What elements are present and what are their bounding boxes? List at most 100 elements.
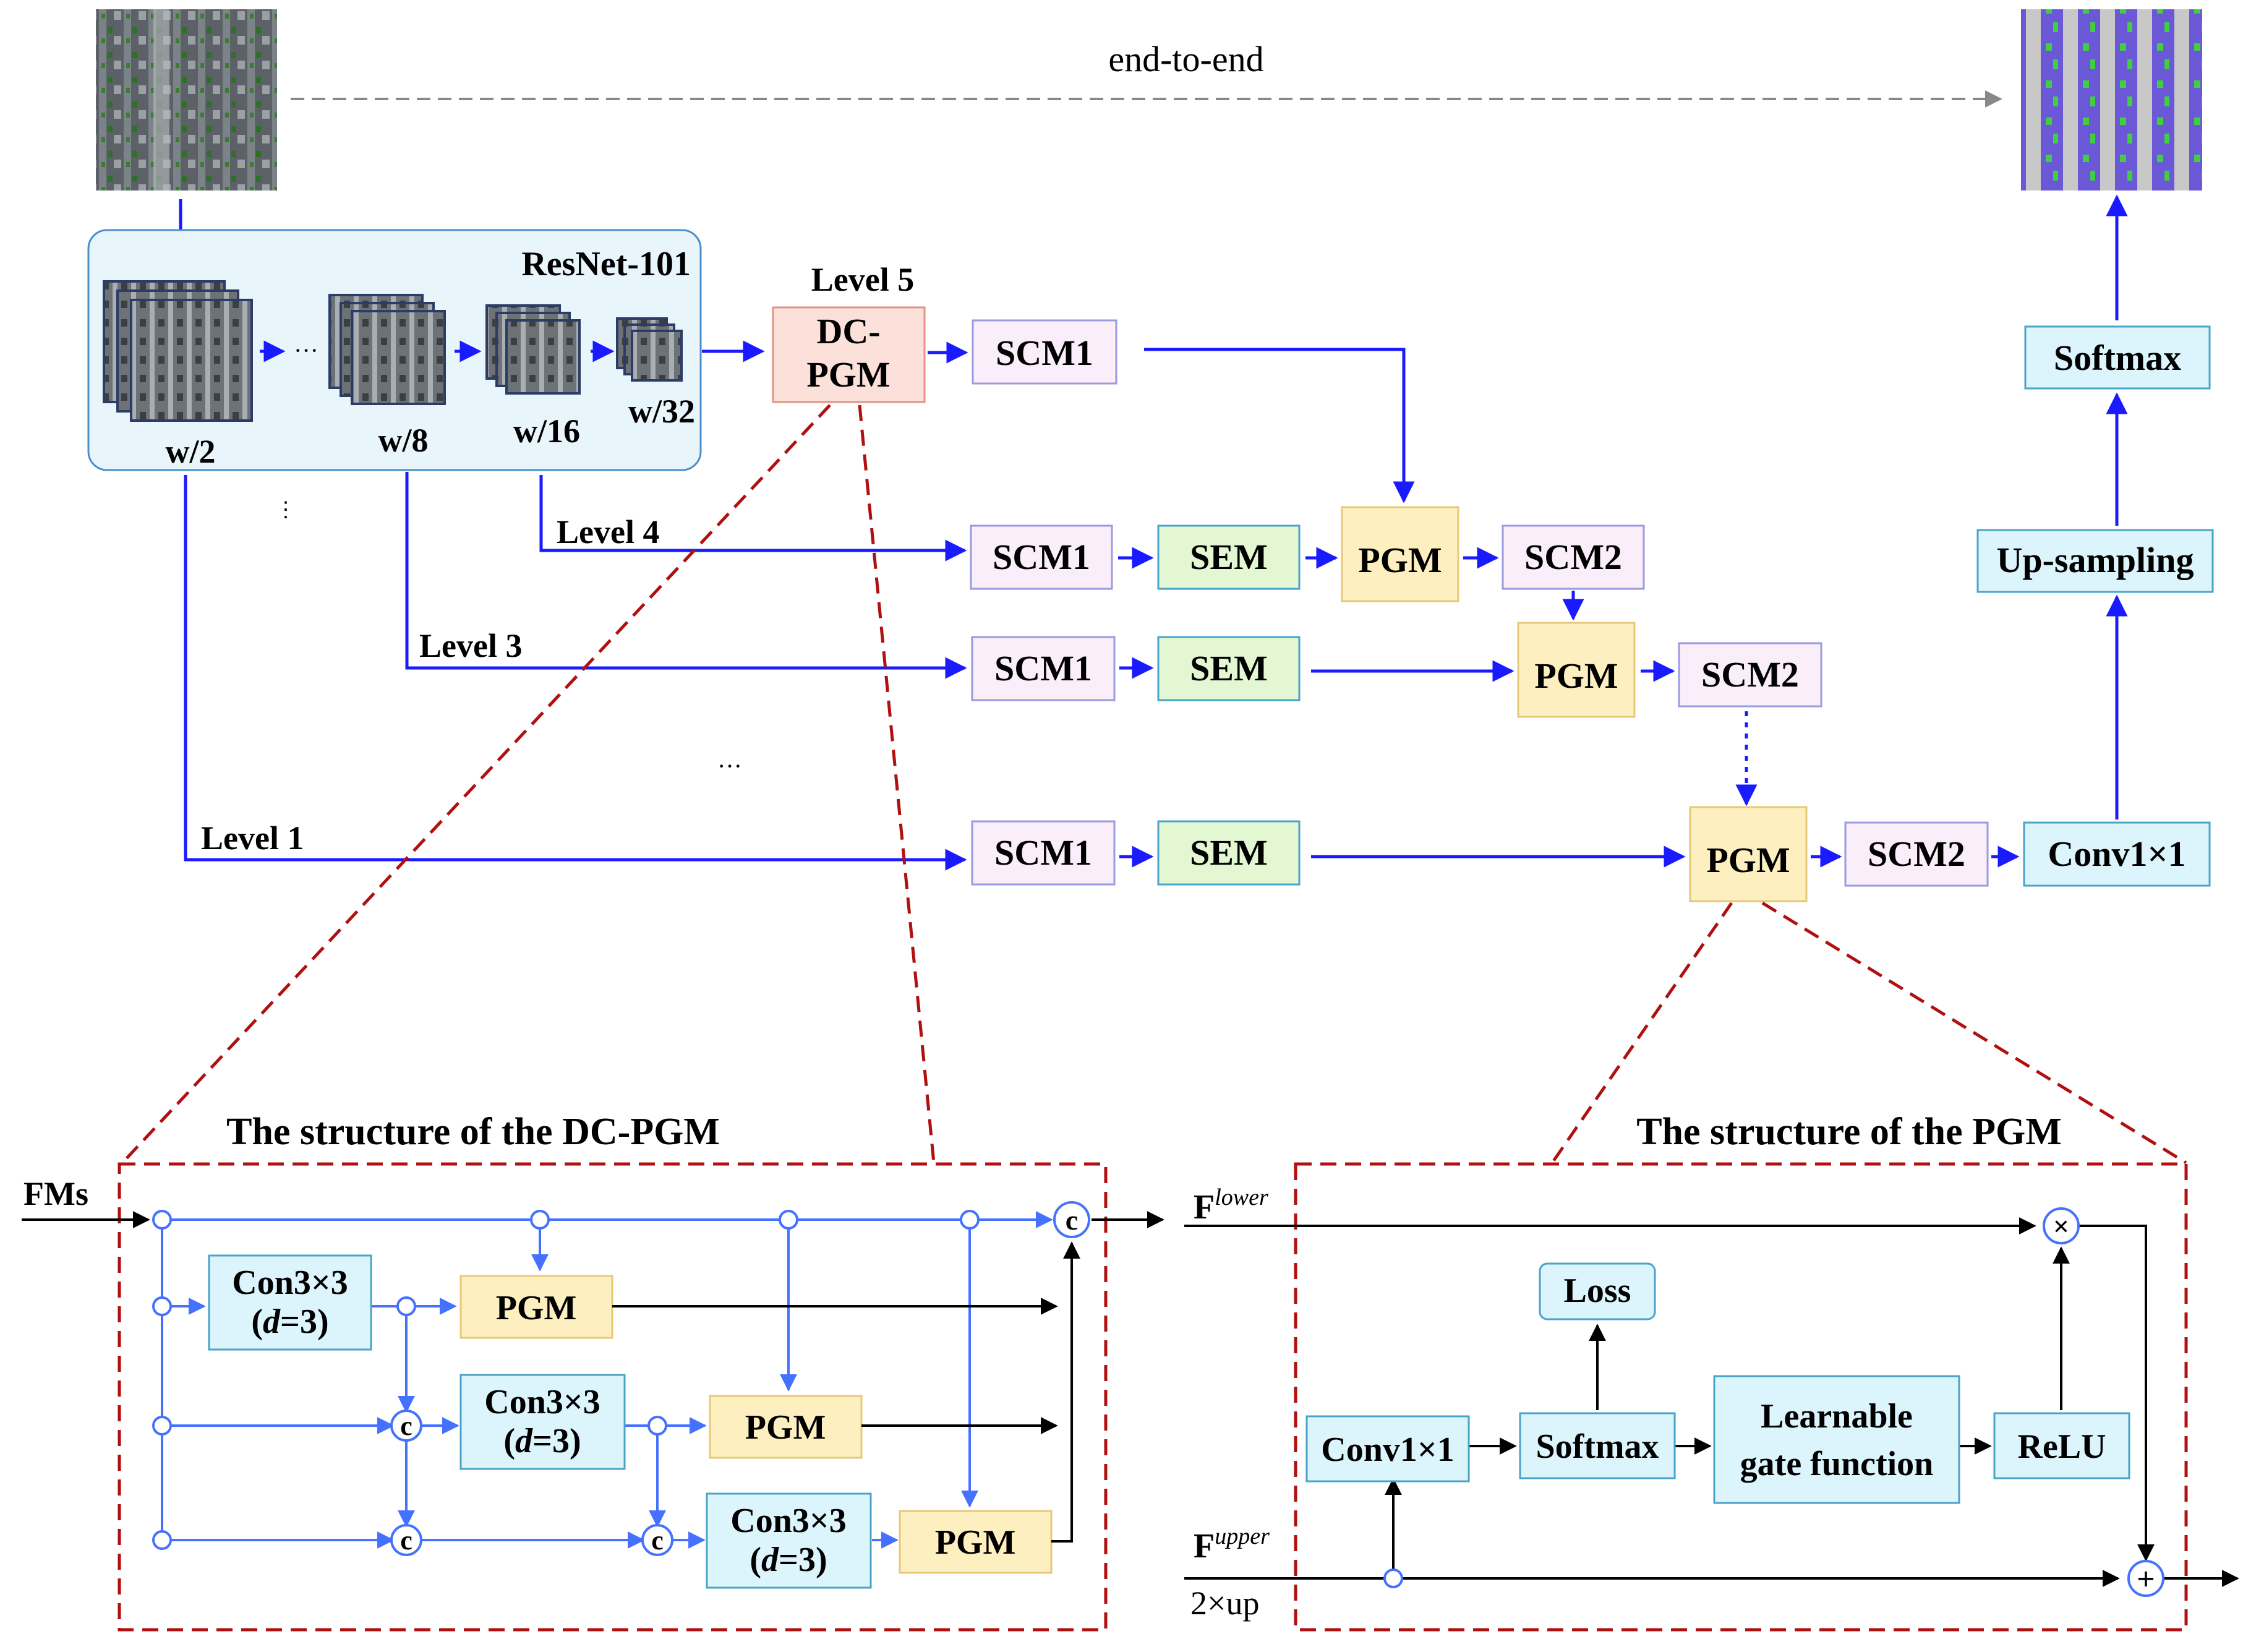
scale-w2: w/2 bbox=[166, 433, 216, 470]
level3-pgm-label: PGM bbox=[1534, 656, 1618, 696]
level1-label: Level 1 bbox=[201, 820, 304, 857]
level1-input-arrow bbox=[184, 475, 967, 871]
level3-pgm-box bbox=[1517, 622, 1636, 718]
level5-scm1-label: SCM1 bbox=[996, 333, 1093, 373]
levels-vertical-ellipsis-left: ⋮ bbox=[275, 499, 296, 521]
level4-label: Level 4 bbox=[557, 513, 659, 550]
dcpgm-junctions bbox=[152, 1210, 980, 1550]
feature-stack-w16 bbox=[485, 304, 581, 395]
dcpgm-conv-box-1-line2: (d=3) bbox=[251, 1303, 328, 1341]
dcpgm-conv-box-2-line1: Con3×3 bbox=[484, 1383, 600, 1421]
dcpgm-conv-box-3 bbox=[706, 1492, 872, 1589]
concat-node-2 bbox=[390, 1524, 422, 1556]
dcpgm-detail-frame bbox=[117, 1162, 1108, 1632]
dcpgm-box bbox=[772, 306, 926, 403]
end-to-end-label: end-to-end bbox=[1108, 39, 1263, 79]
pgm-zoom-line-right bbox=[1761, 901, 2187, 1165]
loss-box bbox=[1539, 1262, 1656, 1320]
concat-node-output bbox=[1053, 1201, 1090, 1238]
level4-scm1-label: SCM1 bbox=[993, 537, 1090, 577]
feature-stack-w8 bbox=[328, 294, 446, 405]
level3-label: Level 3 bbox=[419, 627, 522, 664]
f-lower-label: Flower bbox=[1194, 1184, 1268, 1226]
gate-function-line2: gate function bbox=[1740, 1445, 1934, 1483]
level4-sem-box bbox=[1157, 524, 1301, 590]
multiply-node bbox=[2043, 1207, 2080, 1244]
dcpgm-conv-box-1-line1: Con3×3 bbox=[232, 1264, 348, 1302]
pgm-conv1x1-label: Conv1×1 bbox=[1321, 1431, 1455, 1469]
dcpgm-pgm-box-2 bbox=[709, 1395, 863, 1459]
relu-label: ReLU bbox=[2017, 1427, 2106, 1466]
gate-function-line1: Learnable bbox=[1761, 1397, 1913, 1436]
level4-sem-label: SEM bbox=[1190, 537, 1268, 577]
top-softmax-box bbox=[2024, 325, 2211, 390]
level4-input-arrow bbox=[539, 475, 967, 562]
level1-pgm-label: PGM bbox=[1706, 840, 1790, 880]
add-node-label: + bbox=[2137, 1562, 2155, 1597]
dcpgm-conv-box-3-line2: (d=3) bbox=[750, 1541, 827, 1579]
multiply-node-label: × bbox=[2053, 1210, 2069, 1242]
feature-stack-w32 bbox=[616, 317, 683, 382]
level3-scm1-box bbox=[971, 636, 1116, 701]
f-upper-label: Fupper bbox=[1194, 1523, 1270, 1565]
dcpgm-zoom-line-right bbox=[858, 404, 936, 1163]
pgm-wiring bbox=[1184, 1217, 2239, 1587]
dcpgm-conv-box-2 bbox=[459, 1374, 626, 1470]
level4-scm2-label: SCM2 bbox=[1524, 537, 1622, 577]
dcpgm-pgm-box-1-label: PGM bbox=[496, 1289, 577, 1327]
scale-w16: w/16 bbox=[513, 413, 580, 450]
level1-scm1-box bbox=[971, 820, 1116, 886]
top-softmax-label: Softmax bbox=[2054, 338, 2181, 378]
backbone-label: ResNet-101 bbox=[521, 245, 691, 283]
scale-w32: w/32 bbox=[628, 393, 695, 430]
pgm-split-junction bbox=[1383, 1569, 1403, 1588]
level3-scm2-box bbox=[1678, 642, 1822, 708]
concat-node-3 bbox=[641, 1524, 673, 1556]
relu-box bbox=[1993, 1412, 2130, 1479]
dcpgm-conv-box-2-line2: (d=3) bbox=[503, 1422, 581, 1460]
concat-node-1 bbox=[390, 1410, 422, 1442]
upsampling-label: Up-sampling bbox=[1996, 540, 2194, 580]
loss-label: Loss bbox=[1564, 1272, 1631, 1310]
gate-function-box bbox=[1713, 1375, 1960, 1504]
dcpgm-pgm-box-3 bbox=[899, 1510, 1053, 1574]
pgm-detail-title: The structure of the PGM bbox=[1636, 1111, 2062, 1153]
level1-sem-label: SEM bbox=[1190, 832, 1268, 873]
level1-scm1-label: SCM1 bbox=[994, 832, 1092, 873]
stack-ellipsis: ··· bbox=[294, 336, 318, 364]
level3-scm2-label: SCM2 bbox=[1701, 654, 1799, 695]
scale-w8: w/8 bbox=[378, 422, 429, 459]
level1-pgm-box bbox=[1689, 806, 1808, 902]
up-label: 2×up bbox=[1190, 1585, 1259, 1622]
level4-scm1-box bbox=[970, 524, 1113, 590]
input-image bbox=[96, 9, 277, 190]
dcpgm-pgm-box-3-label: PGM bbox=[935, 1523, 1016, 1562]
level4-pgm-box bbox=[1341, 506, 1459, 602]
dcpgm-pgm-box-1 bbox=[459, 1275, 613, 1339]
concat-node-2-label: c bbox=[400, 1525, 412, 1556]
add-node bbox=[2127, 1560, 2164, 1597]
pgm-conv1x1-box bbox=[1305, 1415, 1470, 1483]
level3-scm1-label: SCM1 bbox=[994, 648, 1092, 688]
level4-scm2-box bbox=[1502, 524, 1645, 590]
level5-label: Level 5 bbox=[811, 261, 914, 298]
pgm-softmax-box bbox=[1519, 1412, 1676, 1479]
pgm-zoom-line-left bbox=[1550, 902, 1733, 1164]
level5-scm1-box bbox=[972, 319, 1117, 385]
dcpgm-line2: PGM bbox=[806, 354, 890, 395]
final-conv1x1-label: Conv1×1 bbox=[2048, 834, 2185, 874]
level1-scm2-label: SCM2 bbox=[1868, 834, 1965, 874]
concat-node-output-label: c bbox=[1066, 1204, 1078, 1236]
levels-horizontal-ellipsis-mid: ··· bbox=[717, 752, 742, 780]
level1-scm2-box bbox=[1844, 821, 1989, 887]
dcpgm-pgm-box-2-label: PGM bbox=[745, 1408, 826, 1447]
level4-pgm-label: PGM bbox=[1358, 540, 1442, 580]
pgm-detail-frame bbox=[1294, 1162, 2188, 1632]
dcpgm-conv-box-3-line1: Con3×3 bbox=[730, 1502, 847, 1540]
concat-node-1-label: c bbox=[400, 1411, 412, 1441]
dcpgm-line1: DC- bbox=[816, 311, 880, 351]
level1-sem-box bbox=[1157, 820, 1301, 886]
fms-label: FMs bbox=[23, 1175, 88, 1212]
level3-sem-box bbox=[1157, 636, 1301, 701]
